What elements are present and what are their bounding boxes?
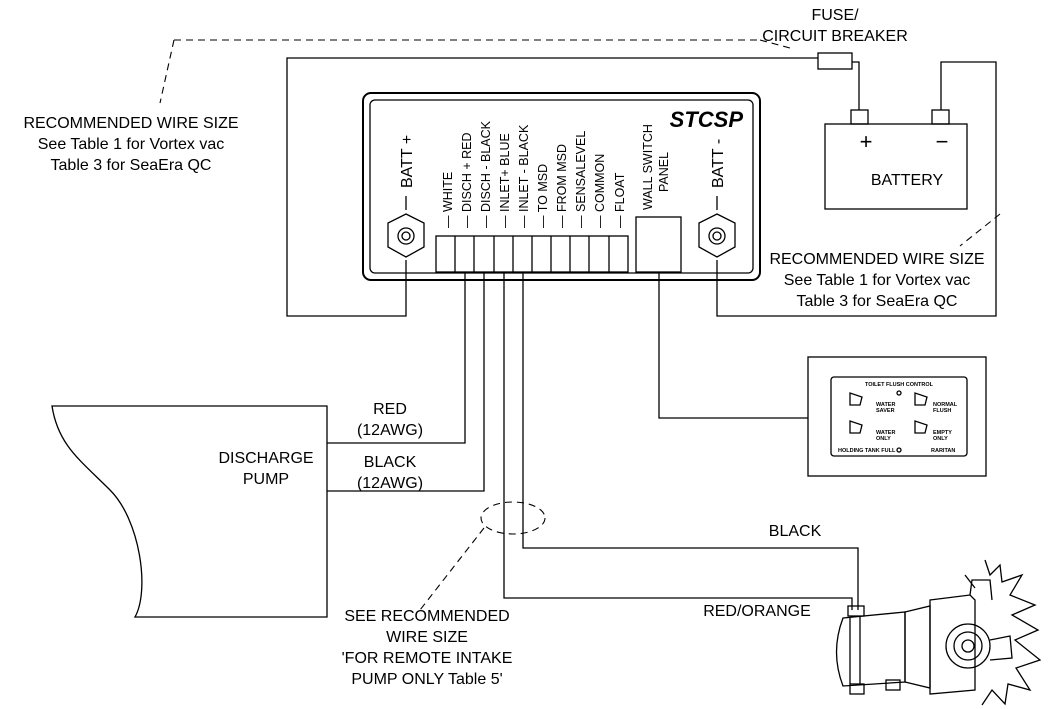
discharge-red-gauge: (12AWG)	[357, 422, 423, 439]
terminal-label-from-msd: — FROM MSD	[555, 144, 569, 228]
wire-note-right-line1: RECOMMENDED WIRE SIZE	[769, 251, 984, 268]
panel-holding-tank: HOLDING TANK FULL	[838, 448, 896, 454]
wire-note-left-line3: Table 3 for SeaEra QC	[51, 157, 212, 174]
fuse-label-line1: FUSE/	[811, 7, 859, 24]
discharge-pump-label-line2: PUMP	[243, 471, 289, 488]
wall-switch-label-line2: PANEL	[657, 152, 671, 192]
wire-note-left-line2: See Table 1 for Vortex vac	[38, 136, 224, 153]
batt-negative-label: BATT -	[710, 139, 727, 188]
discharge-pump-wires	[327, 272, 485, 492]
terminal-label-white: — WHITE	[441, 172, 455, 228]
fuse-label-line2: CIRCUIT BREAKER	[762, 28, 908, 45]
controller-title: STCSP	[670, 107, 744, 132]
wall-switch-connector: WALL SWITCH PANEL	[635, 124, 682, 273]
wall-switch-wire	[658, 272, 808, 419]
intake-wire-callout-leader	[419, 527, 485, 611]
fuse-symbol	[817, 52, 853, 70]
intake-note-line2: WIRE SIZE	[386, 629, 468, 646]
batt-positive-label: BATT +	[399, 135, 416, 188]
panel-brand: RARITAN	[931, 448, 955, 454]
terminal-label-float: — FLOAT	[613, 172, 627, 228]
stcsp-controller: STCSP	[362, 92, 761, 281]
panel-title: TOILET FLUSH CONTROL	[865, 382, 934, 388]
terminal-label-disch-red: — DISCH + RED	[460, 132, 474, 228]
intake-red-orange-label: RED/ORANGE	[703, 603, 811, 620]
discharge-pump: DISCHARGE PUMP	[51, 405, 328, 618]
wall-switch-label-line1: WALL SWITCH	[641, 124, 655, 210]
wire-note-left-line1: RECOMMENDED WIRE SIZE	[23, 115, 238, 132]
intake-wire-callout-ellipse	[480, 501, 546, 535]
panel-normal-flush-1: NORMAL	[933, 402, 958, 408]
intake-black-label: BLACK	[769, 523, 822, 540]
negative-wire	[716, 61, 997, 317]
panel-normal-flush-2: FLUSH	[933, 408, 951, 414]
terminal-label-sensalevel: — SENSALEVEL	[574, 131, 588, 228]
terminal-label-common: — COMMON	[593, 154, 607, 228]
discharge-black-gauge: (12AWG)	[357, 475, 423, 492]
battery-label: BATTERY	[871, 172, 944, 189]
wire-note-right-line3: Table 3 for SeaEra QC	[797, 293, 958, 310]
panel-empty-only-1: EMPTY	[933, 430, 952, 436]
panel-water-only-1: WATER	[876, 430, 895, 436]
discharge-pump-label-line1: DISCHARGE	[218, 450, 313, 467]
panel-water-only-2: ONLY	[876, 436, 891, 442]
terminal-label-disch-black: — DISCH - BLACK	[479, 120, 493, 228]
discharge-red-label: RED	[373, 401, 407, 418]
panel-water-saver-1: WATER	[876, 402, 895, 408]
panel-water-saver-2: SAVER	[876, 408, 895, 414]
intake-note-line4: PUMP ONLY Table 5'	[351, 671, 502, 688]
batt-negative-stud: BATT -	[698, 139, 736, 258]
discharge-black-label: BLACK	[364, 454, 417, 471]
battery-plus: +	[860, 129, 873, 154]
flush-control-panel: TOILET FLUSH CONTROL WATER SAVER NORMAL …	[807, 356, 987, 477]
intake-note-line3: 'FOR REMOTE INTAKE	[342, 650, 513, 667]
battery-minus: −	[936, 129, 949, 154]
terminal-label-inlet-blue: — INLET+ BLUE	[498, 133, 512, 228]
terminal-label-inlet-black: — INLET - BLACK	[517, 124, 531, 228]
positive-wire	[286, 57, 860, 317]
wire-note-right-line2: See Table 1 for Vortex vac	[784, 272, 970, 289]
left-wire-callout-leader	[159, 39, 791, 104]
terminal-block	[435, 235, 629, 273]
batt-positive-stud: BATT +	[387, 135, 425, 258]
intake-pump-wires	[503, 272, 859, 610]
terminal-label-to-msd: — TO MSD	[536, 164, 550, 228]
intake-pump-illustration	[835, 559, 1042, 706]
right-wire-callout-leader	[959, 213, 1001, 247]
battery: + − BATTERY	[824, 109, 968, 210]
intake-note-line1: SEE RECOMMENDED	[344, 608, 509, 625]
panel-empty-only-2: ONLY	[933, 436, 948, 442]
